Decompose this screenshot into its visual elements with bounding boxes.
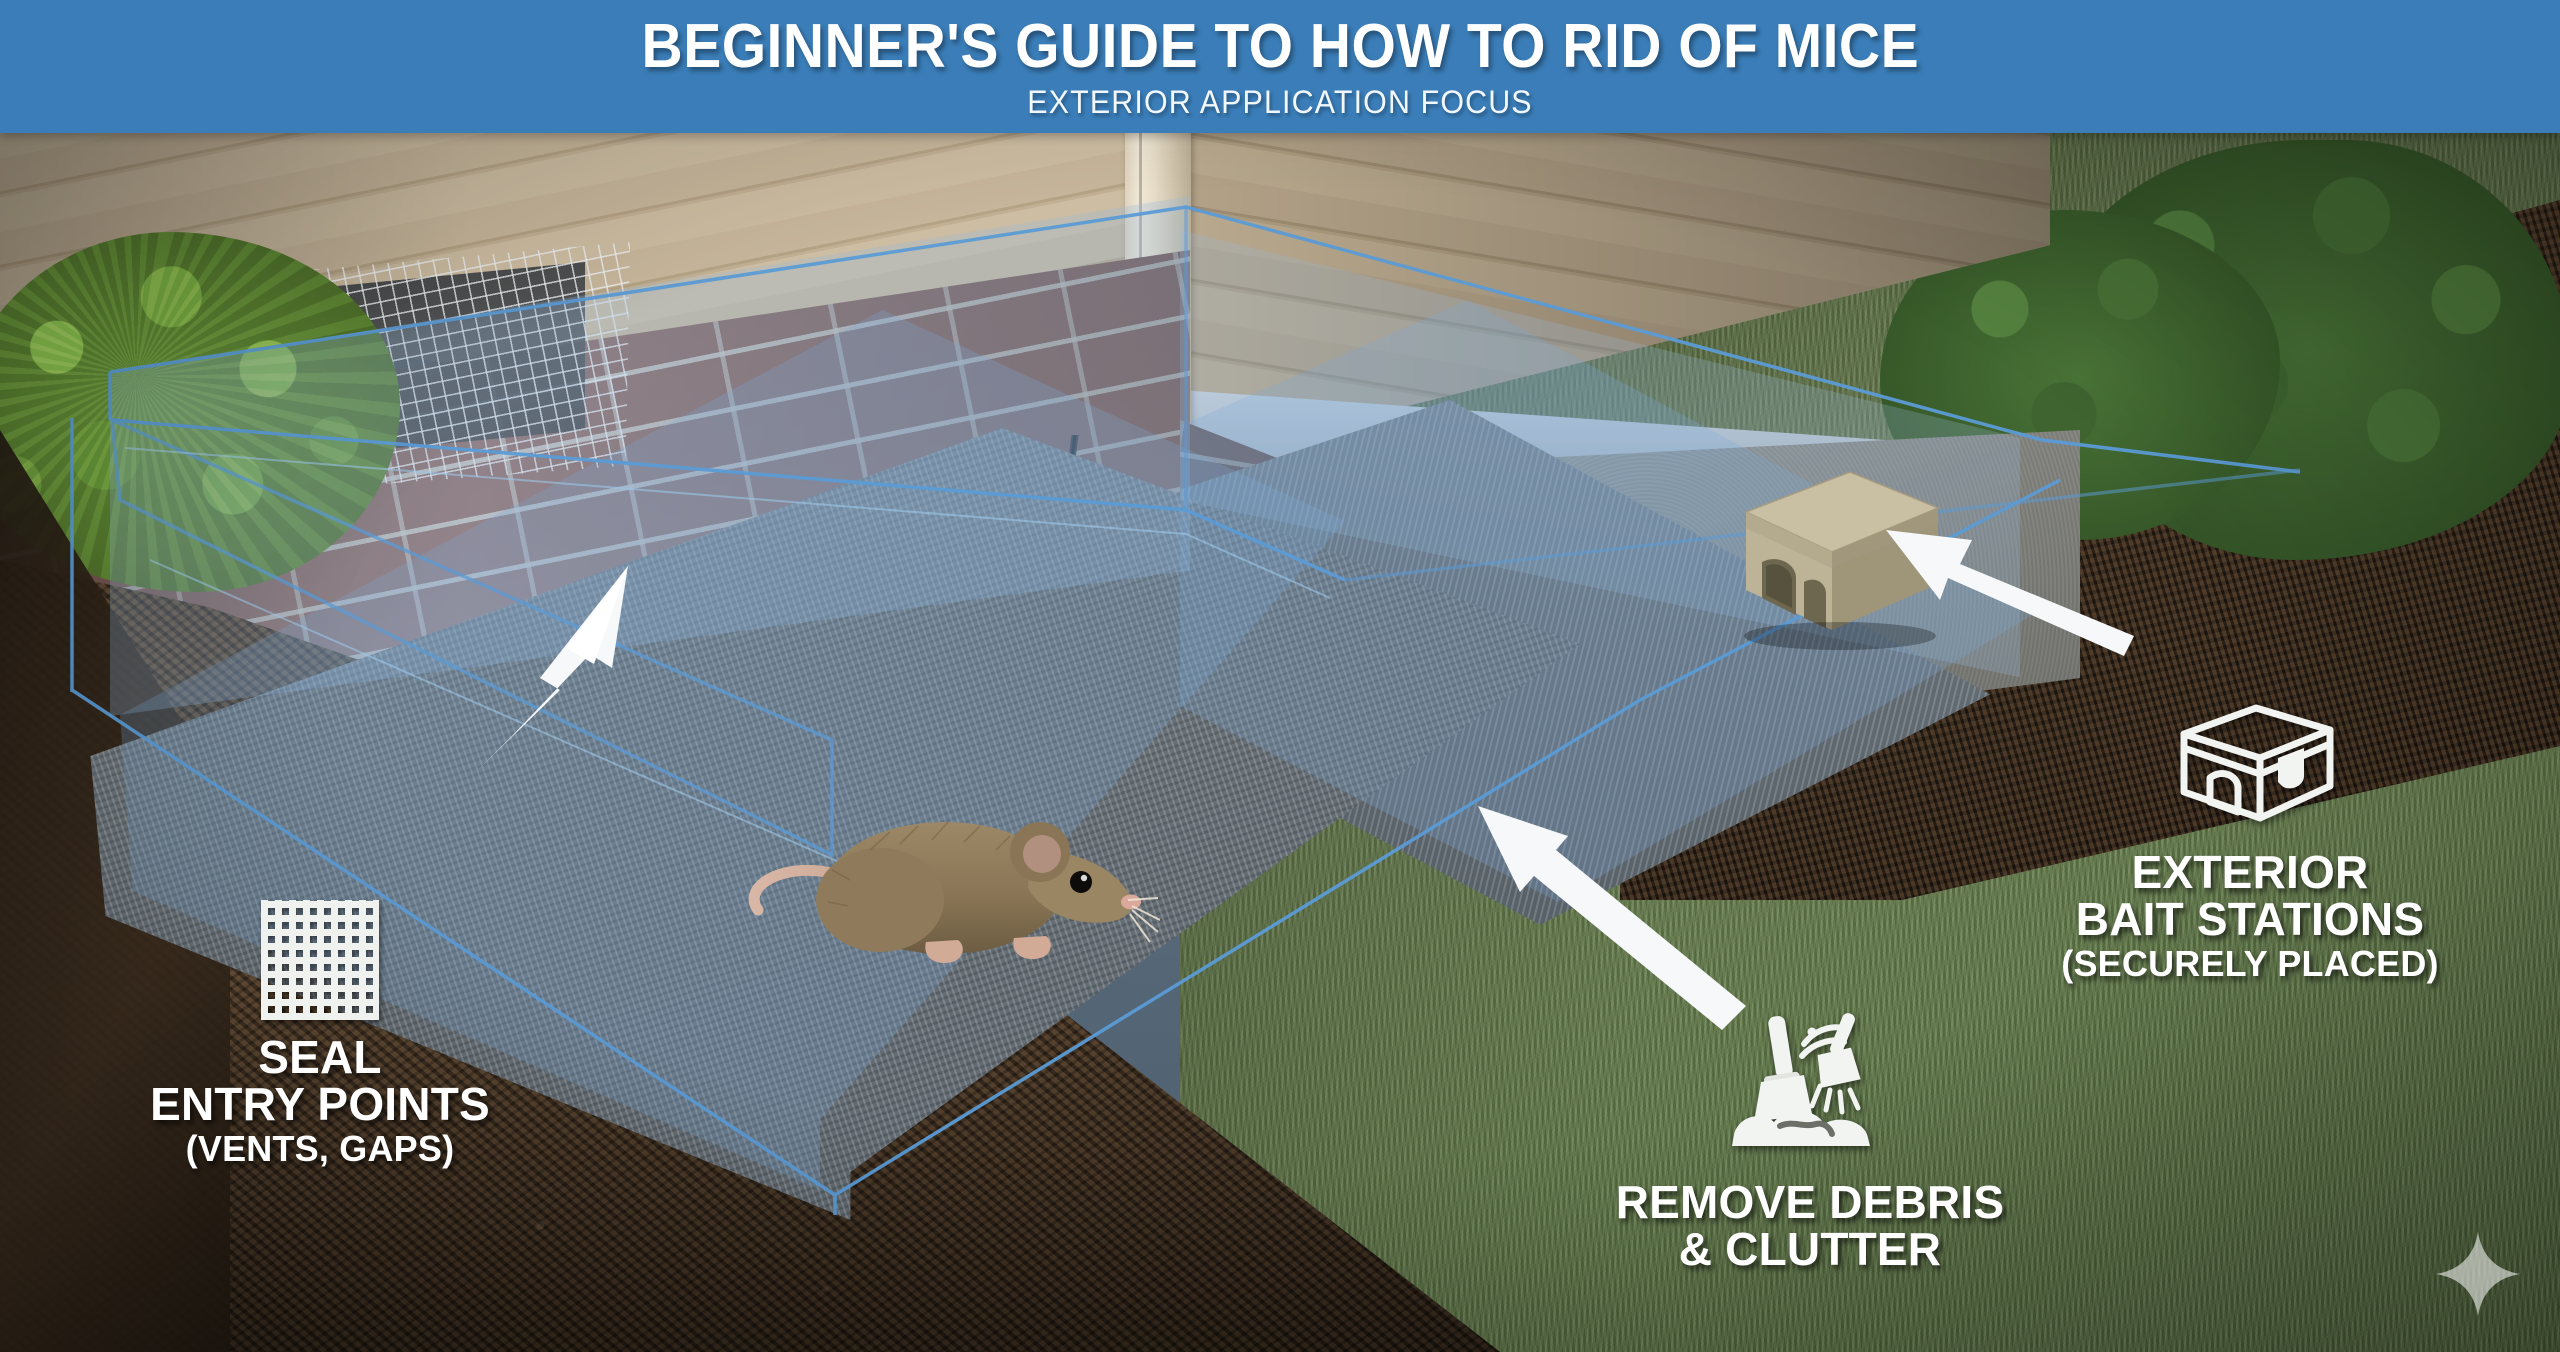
exterior-bait-station-object bbox=[1744, 471, 1940, 650]
header-banner: BEGINNER'S GUIDE TO HOW TO RID OF MICE E… bbox=[0, 0, 2560, 133]
four-point-sparkle-watermark bbox=[2436, 1232, 2520, 1316]
callout-bait-line1: EXTERIOR bbox=[2131, 846, 2369, 898]
callout-debris-line1: REMOVE DEBRIS bbox=[1615, 1176, 2005, 1228]
broom-sweeping-debris-icon bbox=[1732, 1013, 1870, 1146]
house-mouse bbox=[748, 821, 1160, 964]
callout-remove-debris[interactable]: REMOVE DEBRIS & CLUTTER bbox=[1540, 1010, 2080, 1273]
bait-station-box-icon bbox=[2180, 704, 2334, 822]
callout-bait-line2: BAIT STATIONS bbox=[2075, 892, 2425, 945]
callout-seal-sub: (VENTS, GAPS) bbox=[185, 1127, 455, 1169]
callout-bait-sub: (SECURELY PLACED) bbox=[2061, 942, 2439, 984]
callout-seal-entry-points[interactable]: SEAL ENTRY POINTS (VENTS, GAPS) bbox=[60, 900, 580, 1169]
page-subtitle: EXTERIOR APPLICATION FOCUS bbox=[1027, 83, 1533, 120]
callout-seal-line2: ENTRY POINTS bbox=[150, 1077, 490, 1130]
wire-mesh-grid-icon bbox=[261, 900, 379, 1020]
page-title: BEGINNER'S GUIDE TO HOW TO RID OF MICE bbox=[641, 11, 1919, 81]
callout-seal-line1: SEAL bbox=[258, 1031, 382, 1083]
callout-debris-line2: & CLUTTER bbox=[1678, 1222, 1942, 1275]
callout-exterior-bait-stations[interactable]: EXTERIOR BAIT STATIONS (SECURELY PLACED) bbox=[1940, 700, 2560, 984]
